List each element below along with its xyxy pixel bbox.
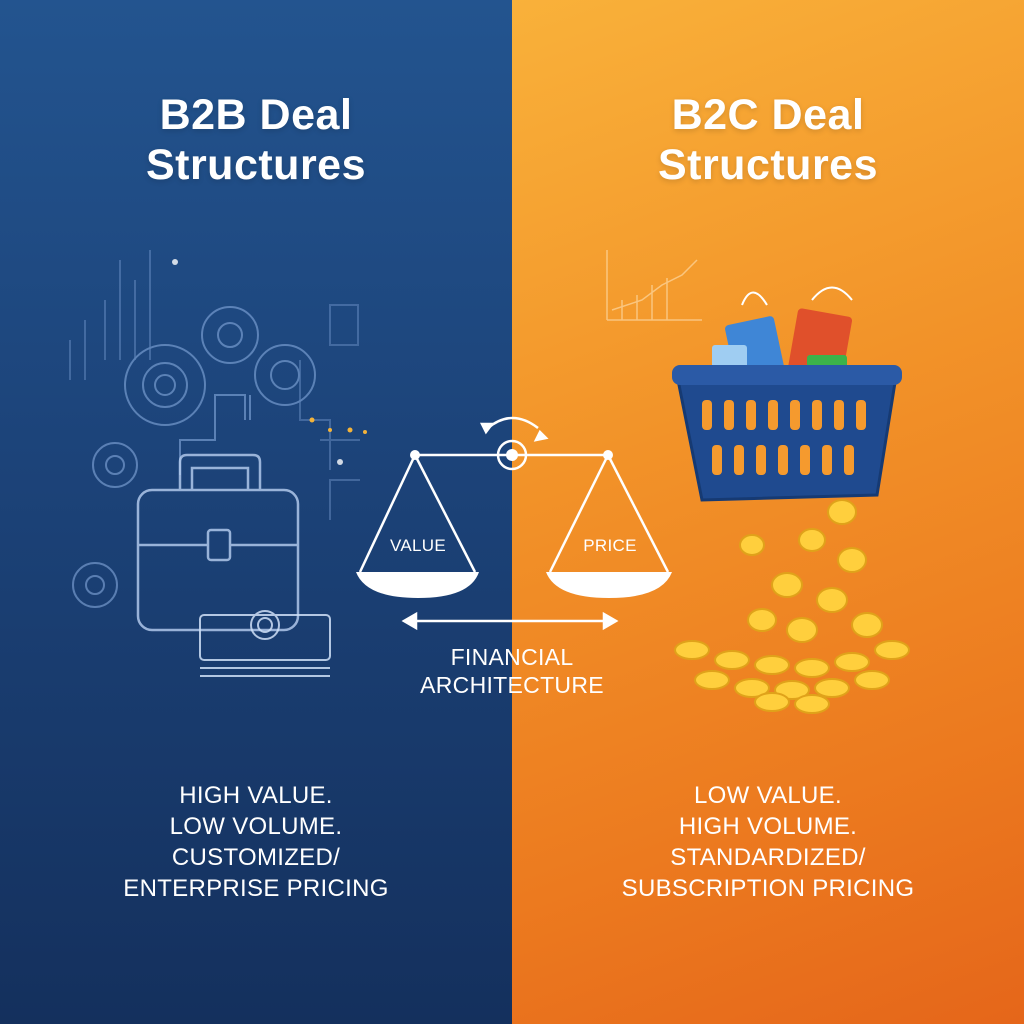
- gear-icon: [254, 344, 316, 406]
- gear-icon: [92, 442, 138, 488]
- right-pan: [546, 572, 672, 598]
- b2c-desc-line: SUBSCRIPTION PRICING: [621, 875, 915, 902]
- b2b-title-line2: Structures: [145, 141, 367, 189]
- center-label-line2: ARCHITECTURE: [420, 672, 604, 698]
- center-label-line1: FINANCIAL: [450, 644, 574, 670]
- b2b-desc-line: LOW VOLUME.: [169, 813, 343, 840]
- b2b-description: HIGH VALUE. LOW VOLUME. CUSTOMIZED/ ENTE…: [0, 780, 512, 904]
- b2c-desc-line: LOW VALUE.: [694, 782, 842, 809]
- cash-stack-icon: [199, 610, 331, 677]
- rotate-arrows-icon: [479, 416, 549, 442]
- b2c-illustration: [606, 250, 910, 714]
- gear-icon: [72, 562, 118, 608]
- b2c-desc-line: HIGH VOLUME.: [678, 813, 858, 840]
- coin-pile-icon: [674, 499, 910, 714]
- b2c-desc-line: STANDARDIZED/: [670, 844, 866, 871]
- b2c-title-line2: Structures: [657, 141, 879, 189]
- b2c-panel: B2C Deal Structures LOW VALUE. HIGH VOLU…: [512, 0, 1024, 1024]
- b2b-desc-line: HIGH VALUE.: [179, 782, 333, 809]
- b2b-desc-line: ENTERPRISE PRICING: [123, 875, 389, 902]
- double-arrow-icon: [401, 611, 619, 631]
- b2b-desc-line: CUSTOMIZED/: [171, 844, 341, 871]
- value-pan-label: VALUE: [390, 536, 446, 555]
- circuit-lines: [69, 250, 360, 520]
- shopping-basket-icon: [672, 286, 902, 502]
- b2c-description: LOW VALUE. HIGH VOLUME. STANDARDIZED/ SU…: [512, 780, 1024, 904]
- price-pan-label: PRICE: [583, 536, 637, 555]
- b2b-panel: B2B Deal Structures HIGH VALUE. LOW VOLU…: [0, 0, 512, 1024]
- line-chart-icon: [606, 250, 702, 321]
- left-pan: [356, 572, 479, 598]
- b2b-title-line1: B2B Deal: [159, 91, 353, 139]
- gear-icon: [201, 306, 259, 364]
- b2c-title: B2C Deal Structures: [512, 90, 1024, 190]
- b2c-title-line1: B2C Deal: [671, 91, 865, 139]
- gear-icon: [124, 344, 206, 426]
- b2b-title: B2B Deal Structures: [0, 90, 512, 190]
- briefcase-icon: [136, 453, 300, 632]
- financial-architecture-label: FINANCIAL ARCHITECTURE: [362, 643, 662, 699]
- b2b-illustration: [69, 250, 367, 677]
